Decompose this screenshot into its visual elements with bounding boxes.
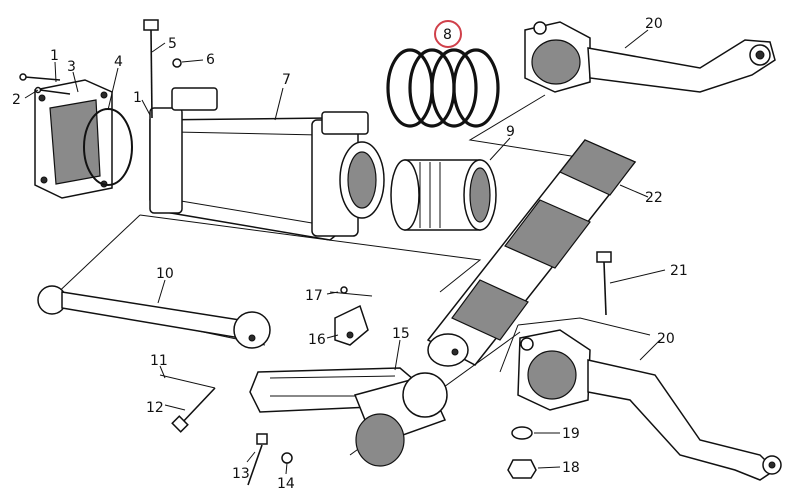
callout-7: 7 [282,72,291,88]
block-16 [334,304,369,346]
callout-22: 22 [645,190,663,206]
cotter-pin-11 [159,374,216,389]
callout-11: 11 [150,353,168,369]
callout-2: 2 [12,92,21,108]
callout-1-second: 1 [133,90,142,106]
cylinder-housing [149,87,385,241]
callout-3: 3 [67,59,76,75]
splined-shaft [426,139,637,367]
callout-labels: 1 2 3 4 1 5 6 7 8 9 20 22 21 10 17 16 15… [12,16,688,492]
pin-12 [171,387,216,433]
long-bolt [143,19,159,119]
callout-10: 10 [156,266,174,282]
callout-20-lower: 20 [657,331,675,347]
bolt-21 [596,251,612,316]
callout-9: 9 [506,124,515,140]
pin-17 [329,286,373,297]
lower-lever [249,367,448,467]
lower-lever-arm [517,329,782,481]
upper-lever-arm [524,21,776,93]
callout-17: 17 [305,288,323,304]
piston [390,159,497,231]
callout-19: 19 [562,426,580,442]
callout-14: 14 [277,476,295,492]
callout-1: 1 [50,48,59,64]
callout-21: 21 [670,263,688,279]
callout-8: 8 [443,27,452,43]
washer-19 [511,426,533,440]
callout-16: 16 [308,332,326,348]
cover-bolts [19,73,71,95]
callout-5: 5 [168,36,177,52]
callout-13: 13 [232,466,250,482]
highlight-circle [434,20,462,48]
nut-14 [281,452,293,464]
washer-small [172,58,182,68]
piston-rings [386,48,500,128]
bolt-13 [247,433,268,486]
leader-lines [24,29,666,475]
callout-18: 18 [562,460,580,476]
cover-plate [34,79,113,199]
connecting-rod [37,285,271,349]
callout-6: 6 [206,52,215,68]
callout-4: 4 [114,54,123,70]
callout-20-upper: 20 [645,16,663,32]
nut-18 [507,459,537,479]
callout-12: 12 [146,400,164,416]
callout-15: 15 [392,326,410,342]
